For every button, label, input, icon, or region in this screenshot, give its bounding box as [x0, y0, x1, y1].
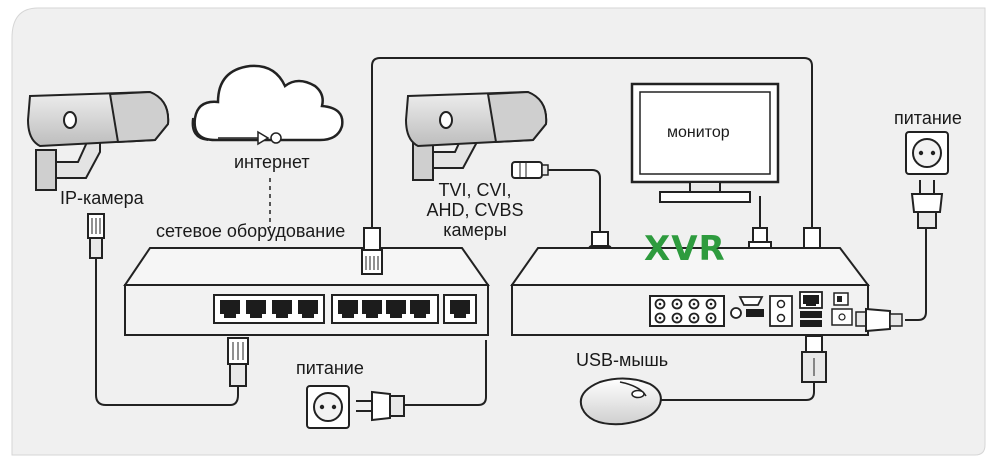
switch-power-outlet-icon — [306, 385, 350, 429]
ip-camera-cable — [95, 258, 239, 406]
usb-plug — [801, 335, 827, 383]
xvr-power-label: питание — [894, 108, 962, 128]
usb-mouse-icon — [579, 377, 662, 426]
analog-camera-cable — [548, 169, 601, 232]
internet-label: интернет — [234, 152, 310, 172]
switch-top-rj45-plug — [361, 227, 383, 275]
cables — [95, 57, 927, 406]
network-to-xvr-cable — [371, 57, 813, 232]
analog-cameras-label-line3: камеры — [443, 220, 507, 240]
switch-bottom-rj45-plug — [227, 337, 249, 387]
usb-mouse-cable — [658, 382, 815, 401]
switch-power-label: питание — [296, 358, 364, 378]
ip-camera-rj45-plug — [87, 213, 105, 259]
xvr-power-plug-icon — [910, 180, 944, 229]
cloud-icon — [191, 64, 344, 146]
analog-cameras-label: TVI, CVI, AHD, CVBS камеры — [420, 180, 530, 240]
bnc-connector-camera — [511, 161, 549, 179]
analog-cameras-label-line2: AHD, CVBS — [426, 200, 524, 220]
xvr-power-cable — [905, 228, 927, 321]
monitor-label: монитор — [667, 124, 730, 141]
analog-camera-icon — [404, 90, 548, 181]
xvr-power-outlet-icon — [905, 131, 949, 175]
xvr-logo: XVR — [644, 229, 726, 269]
xvr-recorder — [510, 247, 871, 336]
ip-camera-label: IP-камера — [60, 188, 144, 208]
usb-mouse-label: USB-мышь — [576, 350, 669, 370]
monitor-icon — [630, 82, 780, 203]
switch-power-cable — [402, 340, 487, 406]
analog-cameras-label-line1: TVI, CVI, — [438, 180, 512, 200]
switch-power-plug-icon — [356, 390, 405, 422]
ip-camera-icon — [26, 90, 170, 191]
network-equipment-label: сетевое оборудование — [156, 221, 346, 241]
network-switch — [123, 247, 490, 336]
xvr-dc-plug — [855, 307, 903, 333]
